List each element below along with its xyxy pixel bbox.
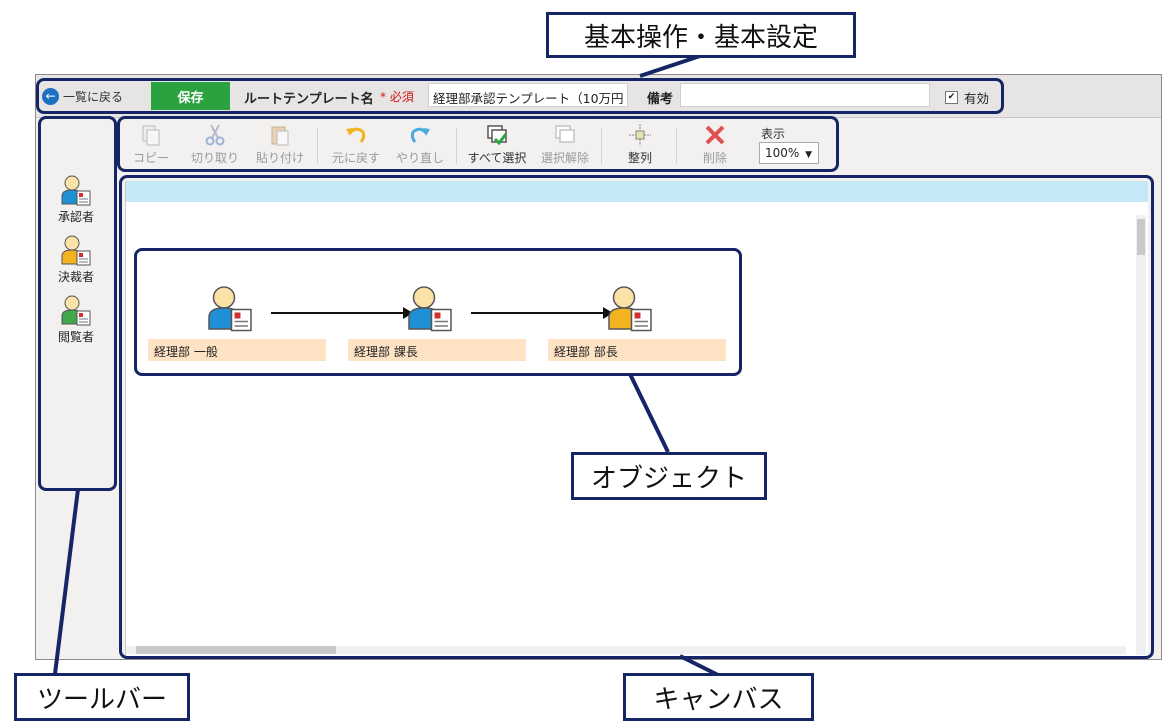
scissors-icon (205, 124, 225, 146)
undo-button[interactable]: 元に戻す (329, 123, 383, 166)
undo-label: 元に戻す (331, 151, 380, 165)
zoom-label: 表示 (761, 127, 786, 141)
callout-objects (134, 248, 742, 376)
cut-button[interactable]: 切り取り (188, 123, 242, 166)
callout-basic-settings (36, 78, 1004, 114)
route-node[interactable]: 経理部 部長 (548, 284, 728, 364)
palette-item-decider[interactable]: 決裁者 (50, 234, 102, 285)
redo-icon (410, 127, 430, 143)
vertical-scrollbar[interactable] (1136, 215, 1146, 655)
palette-label: 決裁者 (57, 270, 94, 284)
approver-icon (408, 286, 452, 332)
align-label: 整列 (627, 151, 652, 165)
toolbar: コピー 切り取り 貼り付け 元に戻す (116, 118, 836, 174)
object-palette: 承認者 決裁者 閲覧者 (36, 118, 116, 661)
deselect-icon (555, 125, 575, 143)
delete-button[interactable]: 削除 (691, 123, 739, 166)
zoom-select[interactable]: 100% ▼ (759, 142, 819, 164)
zoom-value: 100% (765, 146, 800, 160)
callout-toolbar (117, 116, 839, 172)
note-input[interactable] (680, 83, 930, 107)
horizontal-scrollbar[interactable] (126, 646, 1126, 654)
paste-button[interactable]: 貼り付け (254, 123, 306, 166)
copy-button[interactable]: コピー (128, 123, 174, 166)
decider-icon (608, 286, 652, 332)
select-all-button[interactable]: すべて選択 (466, 123, 528, 166)
align-button[interactable]: 整列 (616, 123, 664, 166)
note-label: 備考 (647, 92, 674, 107)
toolbar-separator (456, 128, 457, 164)
callout-canvas (119, 175, 1154, 659)
copy-label: コピー (132, 151, 169, 165)
palette-label: 閲覧者 (57, 330, 94, 344)
route-arrow (471, 307, 613, 319)
paste-label: 貼り付け (255, 151, 304, 165)
toolbar-separator (676, 128, 677, 164)
redo-button[interactable]: やり直し (393, 123, 447, 166)
palette-item-viewer[interactable]: 閲覧者 (50, 294, 102, 345)
paste-icon (271, 126, 289, 146)
template-name-label: ルートテンプレート名 (244, 92, 374, 107)
valid-label: 有効 (964, 91, 990, 106)
approver-icon (208, 286, 252, 332)
approver-icon (61, 175, 91, 206)
annotation-basic: 基本操作・基本設定 (546, 12, 856, 58)
dropdown-arrow-icon: ▼ (805, 150, 813, 160)
node-label: 経理部 部長 (548, 339, 726, 361)
align-icon (629, 124, 651, 146)
route-arrow (271, 307, 413, 319)
annotation-canvas: キャンバス (623, 673, 814, 721)
cut-label: 切り取り (190, 151, 239, 165)
viewer-icon (61, 295, 91, 326)
valid-checkbox[interactable]: ✔ 有効 (945, 88, 989, 107)
node-label: 経理部 課長 (348, 339, 526, 361)
palette-label: 承認者 (57, 210, 94, 224)
toolbar-separator (601, 128, 602, 164)
deselect-label: 選択解除 (540, 151, 589, 165)
select-all-icon (487, 125, 508, 146)
redo-label: やり直し (395, 151, 444, 165)
canvas-header (126, 181, 1148, 202)
route-node[interactable]: 経理部 課長 (348, 284, 528, 364)
select-all-label: すべて選択 (467, 151, 527, 165)
annotation-object: オブジェクト (571, 452, 767, 500)
delete-icon (705, 125, 725, 145)
scroll-thumb[interactable] (1137, 219, 1145, 255)
save-button[interactable]: 保存 (151, 82, 230, 110)
decider-icon (61, 235, 91, 266)
palette-item-approver[interactable]: 承認者 (50, 174, 102, 225)
annotation-toolbar: ツールバー (14, 673, 190, 721)
toolbar-separator (317, 128, 318, 164)
route-node[interactable]: 経理部 一般 (148, 284, 328, 364)
deselect-button[interactable]: 選択解除 (536, 123, 594, 166)
arrow-left-icon: ← (42, 87, 59, 105)
scroll-thumb[interactable] (136, 646, 336, 654)
header-bar: ← 一覧に戻る 保存 ルートテンプレート名 * 必須 経理部承認テンプレート（1… (36, 75, 1161, 118)
delete-label: 削除 (702, 151, 727, 165)
required-mark: * 必須 (380, 90, 414, 104)
template-name-input[interactable]: 経理部承認テンプレート（10万円 (428, 83, 628, 107)
checkmark-icon: ✔ (945, 91, 958, 104)
undo-icon (346, 127, 366, 143)
back-to-list-button[interactable]: ← 一覧に戻る (42, 86, 123, 106)
node-label: 経理部 一般 (148, 339, 326, 361)
copy-icon (142, 125, 160, 146)
callout-palette (38, 116, 117, 491)
back-label: 一覧に戻る (63, 89, 124, 104)
